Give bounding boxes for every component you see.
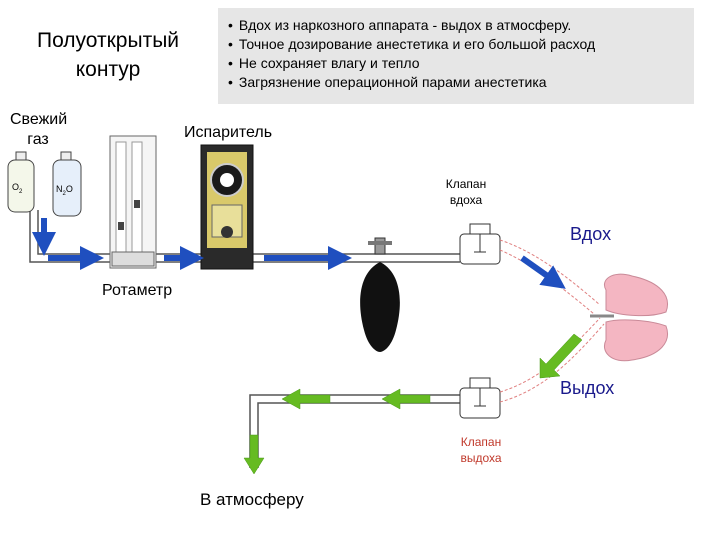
expiratory-tube-inner — [499, 323, 605, 403]
exhale-label: Выдох — [560, 378, 615, 398]
expiratory-valve — [459, 377, 501, 419]
inspiratory-valve — [459, 223, 501, 265]
inhale-arrow — [520, 255, 566, 289]
title-line-2: контур — [75, 58, 141, 81]
to-atmosphere-label: В атмосферу — [200, 490, 304, 509]
n2o-symbol: N2O — [56, 184, 73, 197]
title-line-1: Полуоткрытый — [36, 29, 180, 52]
info-bullet-1: Вдох из наркозного аппарата - выдох в ат… — [228, 16, 694, 35]
info-box: Вдох из наркозного аппарата - выдох в ат… — [218, 8, 694, 104]
exhaust-arrow-down — [243, 434, 265, 475]
n2o-cylinder — [52, 151, 82, 217]
expiratory-valve-label: Клапан выдоха — [452, 434, 510, 466]
inspiratory-tube-inner — [499, 249, 595, 315]
insp-valve-line-1: Клапан — [445, 177, 487, 191]
exp-valve-line-2: выдоха — [460, 451, 502, 465]
inspiratory-valve-label: Клапан вдоха — [440, 176, 492, 208]
exhaust-arrow-2 — [281, 388, 331, 410]
fresh-gas-label: Свежий газ — [10, 110, 68, 150]
exp-valve-line-1: Клапан — [460, 435, 502, 449]
inspiratory-tube — [499, 239, 601, 306]
exhaust-arrows — [243, 333, 583, 475]
o2-cylinder — [7, 151, 35, 213]
exhale-arrow — [539, 333, 583, 379]
exhaust-arrow-1 — [381, 388, 431, 410]
info-bullet-3: Не сохраняет влагу и тепло — [228, 54, 694, 73]
o2-symbol: O2 — [12, 182, 23, 195]
info-bullet-2: Точное дозирование анестетика и его боль… — [228, 35, 694, 54]
vaporizer-label: Испаритель — [184, 124, 273, 141]
fresh-gas-line-2: газ — [27, 131, 49, 148]
inhale-label: Вдох — [570, 224, 612, 244]
info-bullet-4: Загрязнение операционной парами анестети… — [228, 73, 694, 92]
lungs — [590, 273, 668, 362]
vaporizer — [200, 144, 254, 270]
rotameter-label: Ротаметр — [102, 282, 173, 299]
breathing-bag — [360, 237, 400, 352]
fresh-gas-arrows — [32, 218, 566, 289]
info-list: Вдох из наркозного аппарата - выдох в ат… — [218, 8, 694, 92]
fresh-gas-line-1: Свежий — [10, 111, 68, 128]
insp-valve-line-2: вдоха — [449, 193, 483, 207]
exhaust-pipe — [249, 394, 460, 468]
diagram-title: Полуоткрытый контур — [8, 26, 208, 84]
rotameter — [109, 135, 157, 269]
